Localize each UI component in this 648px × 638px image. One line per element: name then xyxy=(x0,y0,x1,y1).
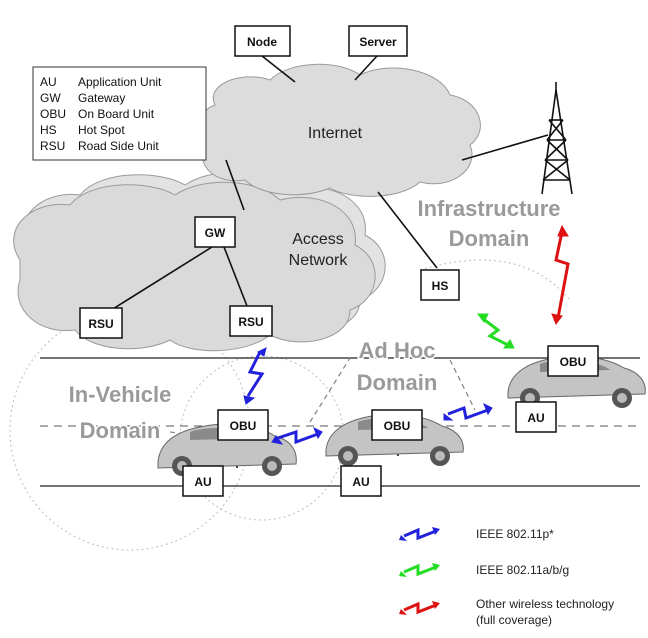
au-left-box: AU xyxy=(182,465,224,497)
green-zigzag-icon xyxy=(403,563,437,577)
infrastructure-domain-line1: Infrastructure xyxy=(417,196,560,221)
abbr-3: OBU xyxy=(40,107,66,121)
svg-text:GW: GW xyxy=(205,226,226,240)
abbreviation-box: AU Application Unit GW Gateway OBU On Bo… xyxy=(32,66,207,161)
svg-text:RSU: RSU xyxy=(88,317,113,331)
abbr-5: RSU xyxy=(40,139,65,153)
obu-right-box: OBU xyxy=(547,345,599,377)
svg-text:(full coverage): (full coverage) xyxy=(476,613,552,627)
svg-text:Node: Node xyxy=(247,35,277,49)
red-zigzag-icon xyxy=(403,601,437,615)
abbr-3-meaning: On Board Unit xyxy=(78,107,155,121)
au-mid-box: AU xyxy=(340,465,382,497)
svg-text:Server: Server xyxy=(359,35,397,49)
rsu-right-box: RSU xyxy=(229,305,273,337)
node-box: Node xyxy=(234,25,291,57)
access-network-label-line1: Access xyxy=(292,231,344,248)
svg-text:HS: HS xyxy=(432,279,449,293)
svg-text:Other wireless technology: Other wireless technology xyxy=(476,597,614,611)
obu-mid-box: OBU xyxy=(371,409,423,441)
legend-item-80211abg: IEEE 802.11a/b/g xyxy=(399,563,569,577)
legend-item-80211p: IEEE 802.11p* xyxy=(399,527,554,541)
gw-box: GW xyxy=(194,216,236,248)
domain-labels: Infrastructure Domain Ad Hoc Domain In-V… xyxy=(67,195,562,445)
wireless-other-tower-obu xyxy=(554,231,570,319)
wireless-80211abg-hs-obu xyxy=(481,316,511,348)
abbr-2: GW xyxy=(40,91,61,105)
svg-text:AU: AU xyxy=(527,411,544,425)
in-vehicle-domain-line2: Domain xyxy=(80,418,161,443)
svg-text:IEEE 802.11p*: IEEE 802.11p* xyxy=(476,527,554,541)
ad-hoc-domain-line2: Domain xyxy=(357,370,438,395)
internet-label: Internet xyxy=(308,125,363,142)
infrastructure-domain-line2: Domain xyxy=(449,226,530,251)
road xyxy=(40,357,640,487)
access-network-label-line2: Network xyxy=(289,252,349,269)
abbr-5-meaning: Road Side Unit xyxy=(78,139,159,153)
radio-tower-icon xyxy=(541,82,573,195)
legend: IEEE 802.11p* IEEE 802.11a/b/g Other wir… xyxy=(399,527,614,627)
obu-left-box: OBU xyxy=(217,409,269,441)
wireless-80211p-obu-obu-1 xyxy=(277,429,319,445)
svg-text:OBU: OBU xyxy=(560,355,587,369)
svg-text:IEEE 802.11a/b/g: IEEE 802.11a/b/g xyxy=(476,563,569,577)
abbr-1: AU xyxy=(40,75,57,89)
au-right-box: AU xyxy=(515,401,557,433)
hs-box: HS xyxy=(420,269,460,301)
access-network-cloud: Access Network xyxy=(13,171,386,352)
in-vehicle-domain-line1: In-Vehicle xyxy=(69,382,172,407)
abbr-4: HS xyxy=(40,123,57,137)
wireless-links xyxy=(243,224,570,445)
node-boxes: Node Server GW RSU RSU HS OBU OBU xyxy=(79,25,599,497)
abbr-1-meaning: Application Unit xyxy=(78,75,162,89)
server-box: Server xyxy=(348,25,408,57)
blue-zigzag-icon xyxy=(403,527,437,541)
rsu-left-box: RSU xyxy=(79,307,123,339)
legend-item-other: Other wireless technology (full coverage… xyxy=(399,597,614,627)
ad-hoc-domain-line1: Ad Hoc xyxy=(359,338,436,363)
svg-text:AU: AU xyxy=(194,475,211,489)
svg-text:OBU: OBU xyxy=(384,419,411,433)
abbr-2-meaning: Gateway xyxy=(78,91,125,105)
wireless-80211p-obu-obu-2 xyxy=(447,405,489,421)
wireless-80211p-rsu-obu xyxy=(246,351,265,397)
abbr-4-meaning: Hot Spot xyxy=(78,123,125,137)
internet-cloud: Internet xyxy=(197,63,481,197)
svg-text:AU: AU xyxy=(352,475,369,489)
svg-text:RSU: RSU xyxy=(238,315,263,329)
svg-text:OBU: OBU xyxy=(230,419,257,433)
